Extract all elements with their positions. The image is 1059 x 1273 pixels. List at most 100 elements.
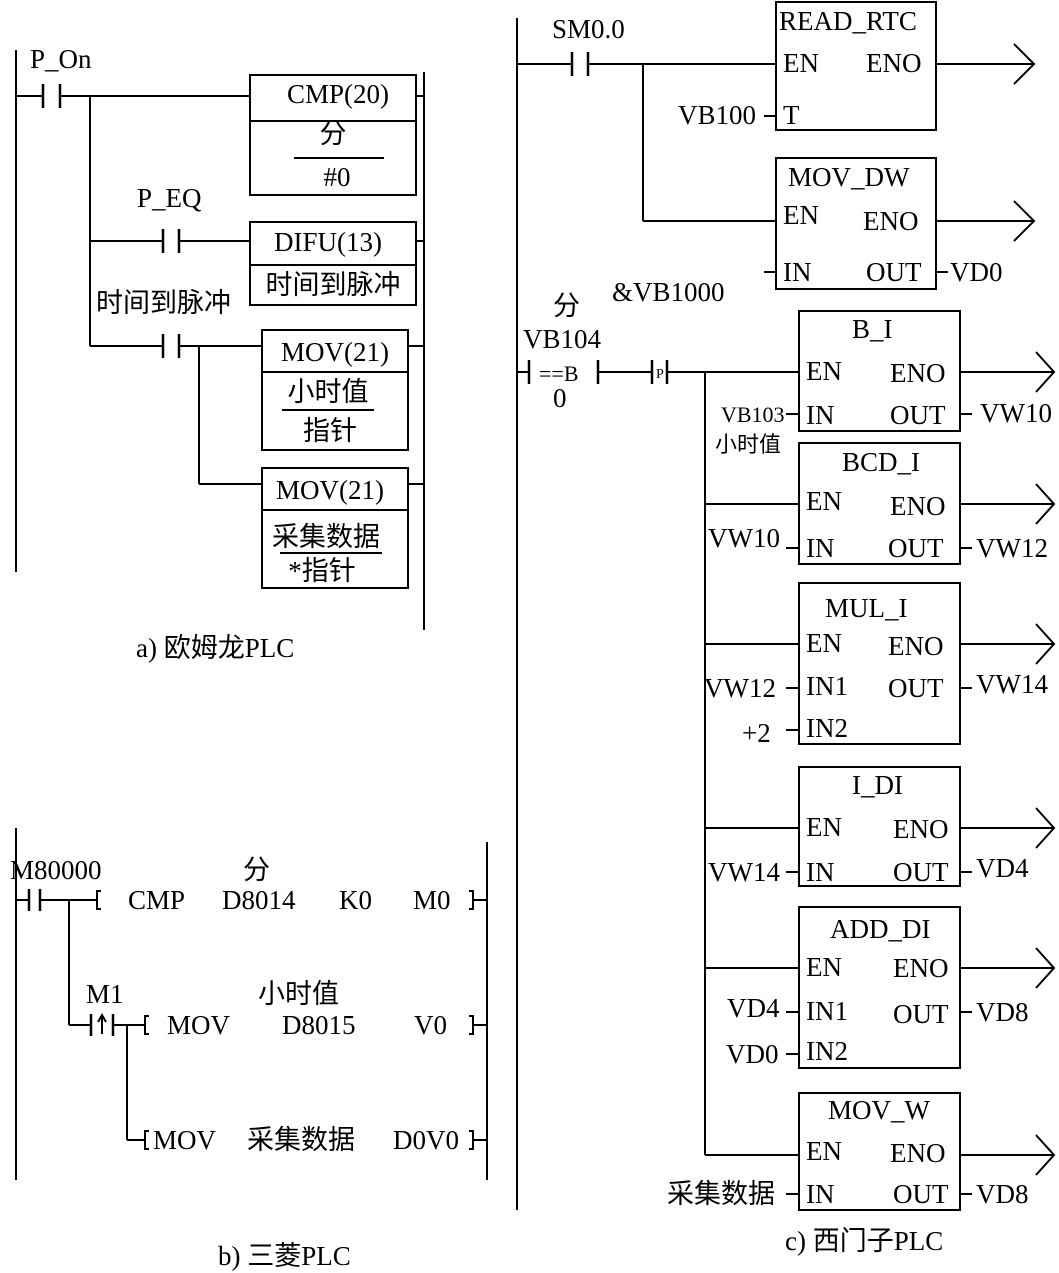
- pin-label: IN1: [806, 996, 848, 1026]
- operand-text: VW14: [976, 669, 1048, 699]
- operand-text: 0: [553, 383, 567, 413]
- operand-text: VD4: [976, 853, 1029, 883]
- coil-arrow-icon: [1035, 483, 1056, 525]
- mov-w-block: MOV_W EN ENO IN OUT 采集数据 VD8: [667, 1092, 1056, 1211]
- pin-label: ENO: [890, 358, 946, 388]
- operand-text: VW14: [708, 857, 780, 887]
- bracket-close-icon: [469, 1015, 474, 1035]
- transition-label: P: [656, 367, 664, 382]
- figure-caption: c) 西门子PLC: [785, 1226, 943, 1256]
- operand-text: 采集数据: [667, 1179, 775, 1209]
- operand-text: D8015: [282, 1010, 356, 1040]
- block-title: MOV_W: [828, 1095, 931, 1125]
- coil-arrow-icon: [1035, 351, 1056, 393]
- pin-label: EN: [806, 812, 842, 842]
- instruction-text: MOV: [167, 1010, 231, 1040]
- pin-label: IN: [806, 857, 835, 887]
- block-title: ADD_DI: [830, 914, 931, 944]
- pin-label: IN: [806, 533, 835, 563]
- operand-text: VW12: [976, 533, 1048, 563]
- instruction-text: CMP: [128, 885, 185, 915]
- pin-label: EN: [783, 200, 819, 230]
- operand-text: VW10: [980, 398, 1052, 428]
- pin-label: IN1: [806, 671, 848, 701]
- mov-instruction-box: [261, 329, 409, 451]
- pin-label: EN: [806, 486, 842, 516]
- figure-caption: a) 欧姆龙PLC: [136, 633, 294, 663]
- block-title: MUL_I: [825, 593, 908, 623]
- operand-text: VD0: [726, 1039, 779, 1069]
- pin-label: ENO: [890, 1138, 946, 1168]
- add-di-block: ADD_DI EN ENO IN1 OUT IN2 VD4 VD0 VD8: [705, 906, 1056, 1069]
- operand-text: VD8: [976, 997, 1029, 1027]
- operand-text: &VB1000: [612, 277, 725, 307]
- pin-label: IN2: [806, 713, 848, 743]
- pin-label: OUT: [890, 400, 946, 430]
- bcd-i-block: BCD_I EN ENO IN OUT VW10 VW12: [705, 442, 1056, 565]
- pin-label: T: [783, 100, 800, 130]
- coil-arrow-icon: [1035, 1134, 1056, 1176]
- pin-label: EN: [806, 356, 842, 386]
- bracket-close-icon: [469, 1130, 474, 1150]
- comment-label: 小时值: [715, 432, 781, 457]
- i-di-block: I_DI EN ENO IN OUT VW14 VD4: [705, 766, 1056, 887]
- pin-label: EN: [806, 628, 842, 658]
- operand-text: VD8: [976, 1179, 1029, 1209]
- pin-label: OUT: [893, 999, 949, 1029]
- pin-label: ENO: [890, 491, 946, 521]
- operand-text: VW12: [704, 673, 776, 703]
- compare-operator: ==B: [539, 361, 579, 386]
- figure-caption: b) 三菱PLC: [218, 1241, 351, 1271]
- pin-label: IN: [783, 257, 812, 287]
- operand-text: VD0: [950, 257, 1003, 287]
- operand-label: *指针: [288, 556, 356, 586]
- pin-label: ENO: [866, 48, 922, 78]
- operand-label: 分: [320, 119, 347, 149]
- bracket-open-icon: [96, 890, 101, 910]
- contact-label: P_EQ: [137, 183, 202, 213]
- block-title: READ_RTC: [779, 6, 917, 36]
- contact-label: 时间到脉冲: [96, 288, 231, 318]
- instruction-text: MOV: [153, 1125, 217, 1155]
- comment-label: 小时值: [258, 979, 339, 1009]
- pin-label: ENO: [863, 206, 919, 236]
- operand-text: +2: [742, 718, 771, 748]
- difu-instruction-box: [249, 221, 417, 306]
- operand-text: M0: [413, 885, 451, 915]
- contact-label: M80000: [10, 855, 102, 885]
- operand-label: 采集数据: [272, 522, 380, 552]
- pin-label: IN: [806, 1179, 835, 1209]
- pin-label: OUT: [888, 533, 944, 563]
- mul-i-block: MUL_I EN ENO IN1 OUT IN2 VW12 +2 VW14: [704, 582, 1056, 748]
- contact-label: M1: [86, 979, 124, 1009]
- coil-arrow-icon: [1035, 623, 1056, 665]
- contact-label: P_On: [30, 44, 92, 74]
- pin-label: OUT: [893, 857, 949, 887]
- operand-text: D8014: [222, 885, 296, 915]
- pin-label: OUT: [893, 1179, 949, 1209]
- comment-label: 分: [553, 291, 580, 321]
- read-rtc-block: READ_RTC EN ENO T VB100: [678, 1, 1036, 131]
- operand-label: 小时值: [288, 377, 369, 407]
- instruction-title: CMP(20): [287, 79, 389, 109]
- instruction-title: MOV(21): [281, 337, 389, 367]
- pin-label: EN: [806, 1136, 842, 1166]
- pin-label: ENO: [893, 814, 949, 844]
- operand-text: VB103: [721, 402, 785, 427]
- bracket-open-icon: [144, 1015, 149, 1035]
- pin-label: EN: [783, 48, 819, 78]
- operand-label: #0: [324, 162, 351, 192]
- operand-text: D0V0: [393, 1125, 459, 1155]
- mitsubishi-ladder: M80000 分 CMP D8014 K0 M0 M1 小时值 MOV D801…: [10, 828, 488, 1271]
- bracket-open-icon: [144, 1130, 149, 1150]
- operand-text: V0: [414, 1010, 447, 1040]
- operand-text: K0: [339, 885, 372, 915]
- contact-label: SM0.0: [552, 14, 625, 44]
- block-title: MOV_DW: [788, 162, 910, 192]
- bracket-close-icon: [469, 890, 474, 910]
- block-title: I_DI: [852, 770, 903, 800]
- pin-label: OUT: [866, 257, 922, 287]
- block-title: B_I: [852, 314, 893, 344]
- omron-ladder: P_On CMP(20) 分 #0 P_EQ DIFU(13) 时间到脉冲 时间…: [15, 44, 425, 663]
